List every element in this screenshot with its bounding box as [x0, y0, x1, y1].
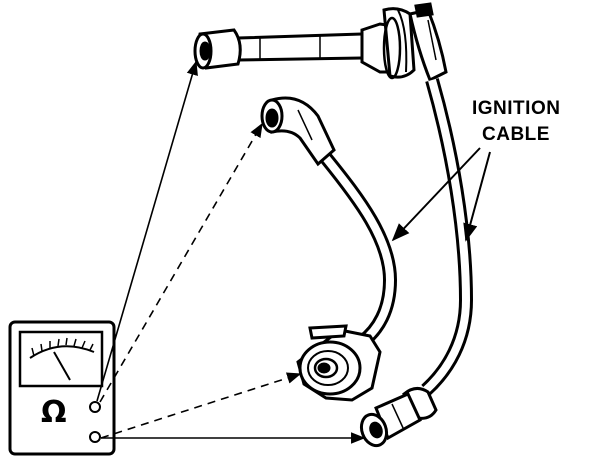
ohmmeter: [8, 320, 116, 456]
distributor-boot: [296, 324, 382, 402]
spark-plug-boot-top: [193, 2, 448, 83]
label-arrows: [391, 147, 491, 242]
ignition-cable-long: [421, 78, 474, 396]
ignition-label-line2: CABLE: [482, 124, 550, 145]
ohm-symbol-icon: Ω: [41, 395, 67, 430]
lead-to-elbow-boot: [99, 122, 263, 403]
elbow-boot: [260, 96, 336, 167]
spark-plug-boot-bottom: [359, 387, 438, 448]
lead-to-distributor-boot: [100, 372, 302, 439]
ignition-cable-short: [320, 153, 398, 348]
lead-to-top-boot: [96, 60, 198, 402]
test-leads: [96, 60, 366, 444]
ignition-label-line1: IGNITION: [472, 98, 561, 119]
